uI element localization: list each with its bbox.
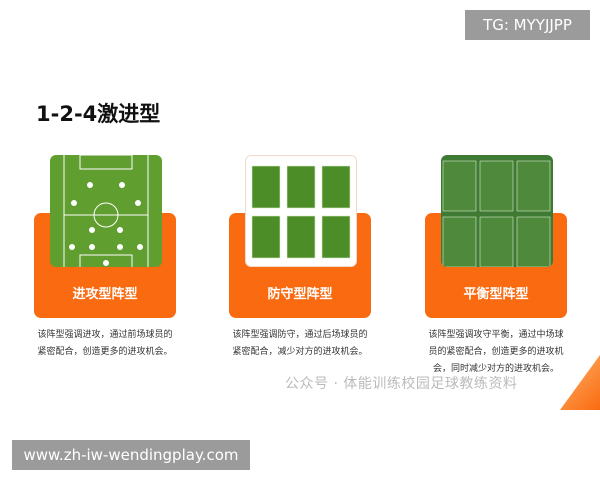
card-description: 该阵型强调进攻，通过前场球员的紧密配合，创造更多的进攻机会。	[37, 330, 173, 357]
page-title: 1-2-4激进型	[36, 102, 161, 126]
url-label: www.zh-iw-wendingplay.com	[12, 440, 250, 470]
pitch-grid	[442, 160, 551, 267]
watermark: 公众号 · 体能训练校园足球教练资料	[285, 376, 518, 392]
card-label: 平衡型阵型	[463, 287, 529, 302]
telegram-label: TG: MYYJJPP	[465, 10, 590, 40]
pitch-grid	[251, 165, 351, 259]
card-description: 该阵型强调攻守平衡，通过中场球员的紧密配合，创造更多的进攻机会，同时减少对方的进…	[428, 330, 564, 374]
card-label: 进攻型阵型	[72, 287, 138, 302]
card-label: 防守型阵型	[267, 287, 333, 302]
pitch-diagram	[63, 155, 149, 267]
defense-formation-image	[245, 155, 357, 267]
attack-formation-image	[50, 155, 162, 267]
balanced-formation-image	[441, 155, 553, 267]
card-description: 该阵型强调防守，通过后场球员的紧密配合，减少对方的进攻机会。	[232, 330, 368, 357]
